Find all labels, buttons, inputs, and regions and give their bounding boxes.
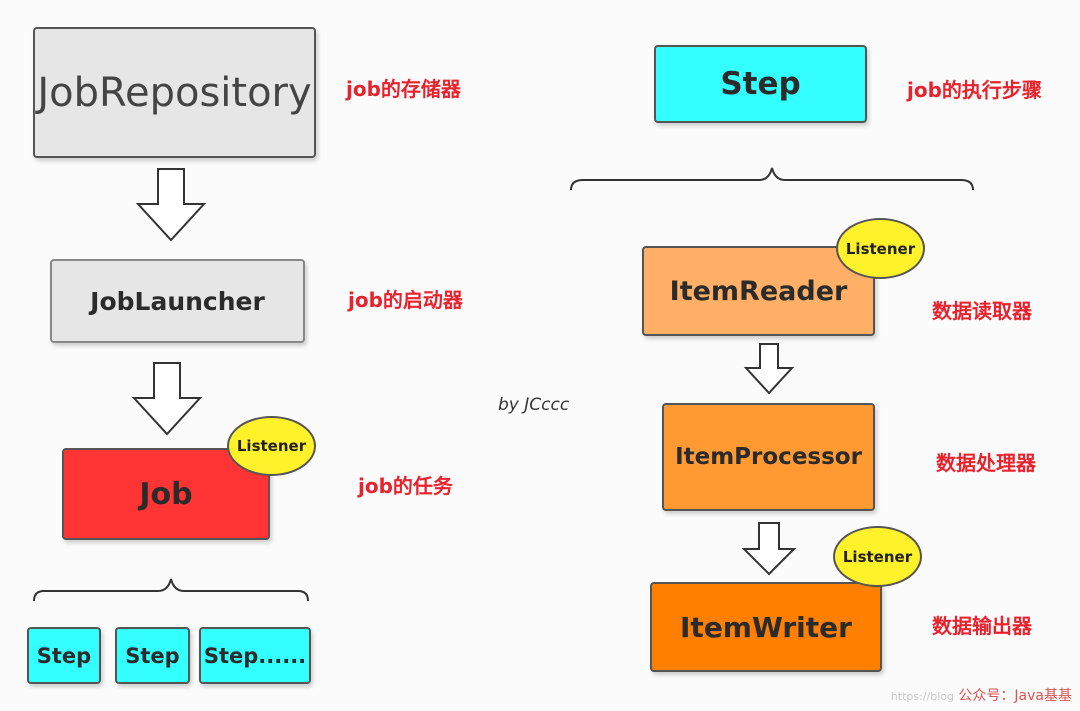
item-writer-box: ItemWriter [650, 582, 882, 672]
step-title-label: Step [720, 66, 801, 102]
step-box-1: Step [27, 627, 101, 684]
item-writer-note: 数据输出器 [932, 614, 1032, 638]
step-label: Step [36, 643, 92, 668]
step-box-2: Step [115, 627, 190, 684]
arrow-down-icon [135, 168, 207, 242]
job-launcher-note: job的启动器 [348, 288, 463, 312]
step-box: Step [654, 45, 867, 123]
item-reader-label: ItemReader [669, 275, 848, 307]
item-writer-label: ItemWriter [680, 610, 852, 644]
watermark-text: 公众号：Java基基 [958, 688, 1072, 704]
job-listener-badge: Listener [227, 416, 316, 476]
author-credit: by JCccc [498, 395, 570, 415]
job-note: job的任务 [358, 474, 453, 498]
watermark: https://blog 公众号：Java基基 [891, 685, 1072, 705]
left-brace [33, 578, 309, 602]
step-label: Step [125, 643, 180, 668]
reader-listener-badge: Listener [836, 218, 925, 279]
job-launcher-box: JobLauncher [50, 259, 305, 343]
job-repository-note: job的存储器 [346, 77, 461, 101]
item-processor-label: ItemProcessor [675, 444, 862, 470]
job-listener-label: Listener [236, 437, 307, 455]
item-processor-note: 数据处理器 [936, 451, 1036, 475]
arrow-down-icon [743, 343, 795, 395]
arrow-down-icon [741, 522, 797, 576]
step-label: Step...... [203, 643, 307, 668]
step-box-more: Step...... [199, 627, 311, 684]
job-repository-label: JobRepository [37, 69, 312, 116]
job-label: Job [139, 476, 193, 512]
job-repository-box: JobRepository [33, 27, 316, 158]
step-note: job的执行步骤 [907, 78, 1042, 102]
item-reader-box: ItemReader [642, 246, 875, 336]
writer-listener-badge: Listener [833, 526, 922, 587]
right-brace [570, 167, 974, 191]
reader-listener-label: Listener [845, 239, 916, 258]
job-launcher-label: JobLauncher [90, 286, 265, 316]
watermark-url: https://blog [890, 690, 954, 703]
item-processor-box: ItemProcessor [662, 403, 875, 511]
item-reader-note: 数据读取器 [932, 299, 1032, 323]
writer-listener-label: Listener [842, 547, 913, 566]
arrow-down-icon [131, 362, 203, 436]
